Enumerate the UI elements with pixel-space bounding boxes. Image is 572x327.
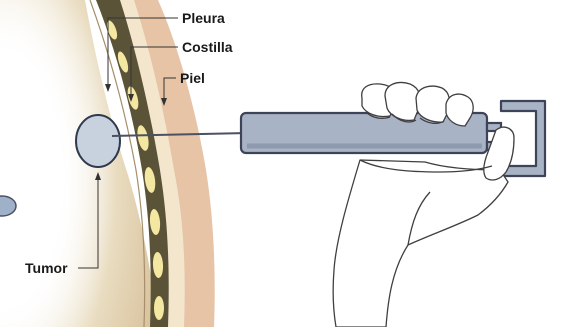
label-pleura: Pleura xyxy=(182,10,225,26)
label-rib: Costilla xyxy=(182,39,233,55)
label-skin: Piel xyxy=(180,70,205,86)
tumor xyxy=(76,115,120,167)
label-tumor: Tumor xyxy=(25,260,68,276)
